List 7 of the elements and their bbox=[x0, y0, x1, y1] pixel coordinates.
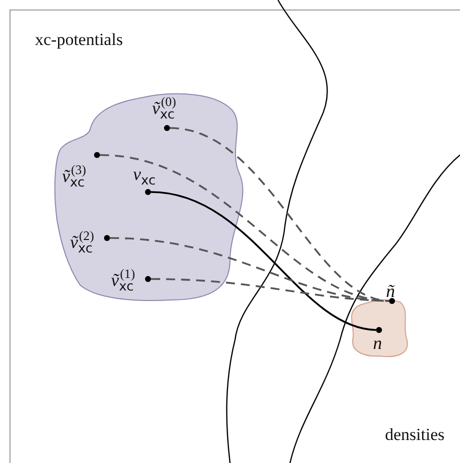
region-label: densities bbox=[385, 425, 444, 445]
math-label: v$_{xc}$ bbox=[133, 165, 156, 188]
dashed-curve bbox=[110, 237, 390, 302]
curve bbox=[150, 191, 376, 331]
region-label: xc-potentials bbox=[35, 30, 123, 50]
math-label: ñ bbox=[386, 282, 395, 300]
math-label: n bbox=[373, 334, 382, 352]
